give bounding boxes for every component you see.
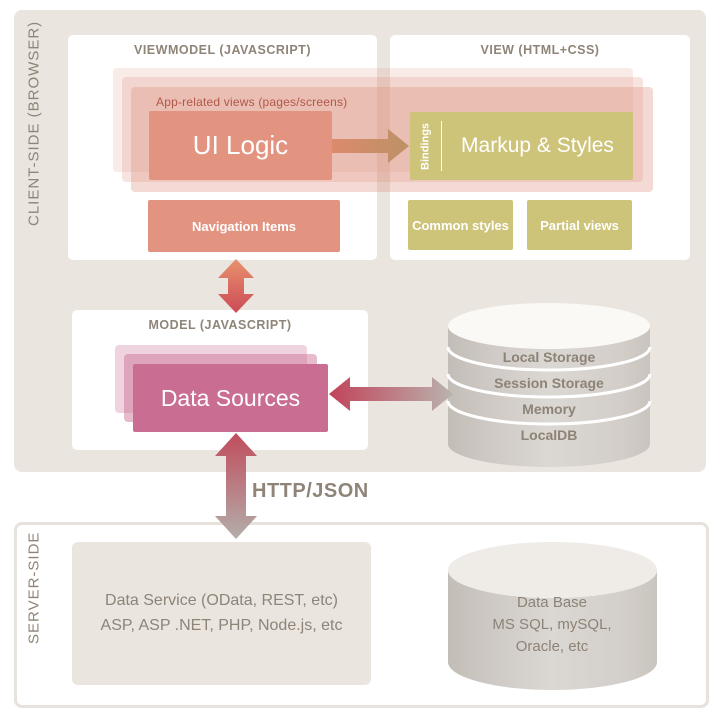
app-views-label: App-related views (pages/screens)	[156, 95, 348, 109]
navigation-items-box: Navigation Items	[148, 200, 340, 252]
data-service-line1: Data Service (OData, REST, etc)	[105, 591, 338, 609]
bindings-divider	[441, 121, 442, 171]
data-sources-box: Data Sources	[133, 364, 328, 432]
data-service-line2: ASP, ASP .NET, PHP, Node.js, etc	[100, 616, 343, 634]
common-styles-box: Common styles	[408, 200, 513, 250]
bindings-label: Bindings	[419, 122, 432, 170]
server-side-label: SERVER-SIDE	[25, 531, 43, 645]
markup-styles-label: Markup & Styles	[461, 134, 614, 157]
partial-views-box: Partial views	[527, 200, 632, 250]
data-service-box: Data Service (OData, REST, etc) ASP, ASP…	[72, 542, 371, 685]
viewmodel-title: VIEWMODEL (JAVASCRIPT)	[134, 43, 311, 57]
view-title: VIEW (HTML+CSS)	[480, 43, 600, 57]
client-side-label: CLIENT-SIDE (BROWSER)	[25, 20, 43, 226]
http-json-label: HTTP/JSON	[252, 480, 369, 502]
ui-logic-box: UI Logic	[149, 111, 332, 180]
model-title: MODEL (JAVASCRIPT)	[148, 318, 292, 332]
markup-styles-box: Bindings Markup & Styles	[410, 112, 633, 180]
